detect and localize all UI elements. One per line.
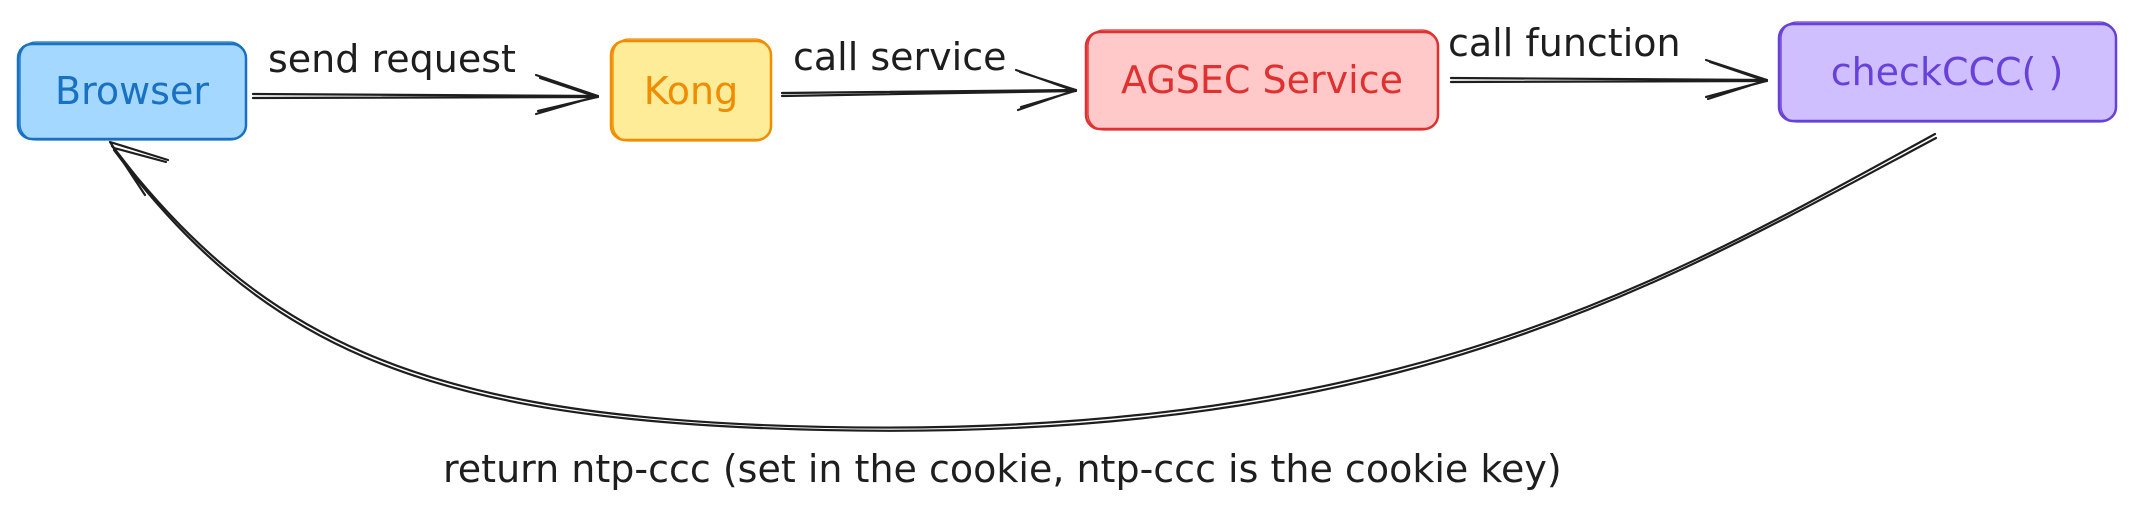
- node-checkccc: checkCCC( ): [1777, 21, 2118, 123]
- edge-call-service: call service: [780, 35, 1078, 112]
- node-kong-box-sketch: [612, 38, 772, 142]
- node-agsec-service: AGSEC Service: [1084, 29, 1440, 131]
- return-curve: [110, 132, 1937, 429]
- edge-send-request-label: send request: [268, 37, 516, 81]
- node-agsec-box-sketch: [1087, 29, 1439, 131]
- node-kong-label: Kong: [644, 69, 738, 113]
- node-agsec-label: AGSEC Service: [1121, 58, 1403, 102]
- arrow-head: [1014, 68, 1078, 112]
- node-kong: Kong: [609, 38, 773, 142]
- arrow-head: [1704, 58, 1769, 101]
- arrow-head: [108, 140, 170, 197]
- node-browser-label: Browser: [55, 69, 209, 113]
- node-browser-box-sketch: [19, 41, 247, 141]
- arrow-shaft: [780, 88, 1078, 98]
- edge-return: return ntp-ccc (set in the cookie, ntp-c…: [108, 132, 1938, 491]
- node-checkccc-label: checkCCC( ): [1831, 50, 2064, 94]
- arrow-shaft: [1449, 76, 1769, 84]
- edge-send-request: send request: [251, 37, 600, 116]
- return-curve-sketch: [112, 136, 1938, 432]
- arrow-shaft: [251, 92, 600, 100]
- node-checkccc-box-sketch: [1780, 21, 2117, 123]
- node-browser: Browser: [16, 41, 248, 141]
- arrow-head: [534, 73, 600, 116]
- edge-call-function-label: call function: [1448, 21, 1681, 65]
- edge-return-label: return ntp-ccc (set in the cookie, ntp-c…: [443, 447, 1562, 491]
- edge-call-function: call function: [1448, 21, 1769, 101]
- edge-call-service-label: call service: [793, 35, 1007, 79]
